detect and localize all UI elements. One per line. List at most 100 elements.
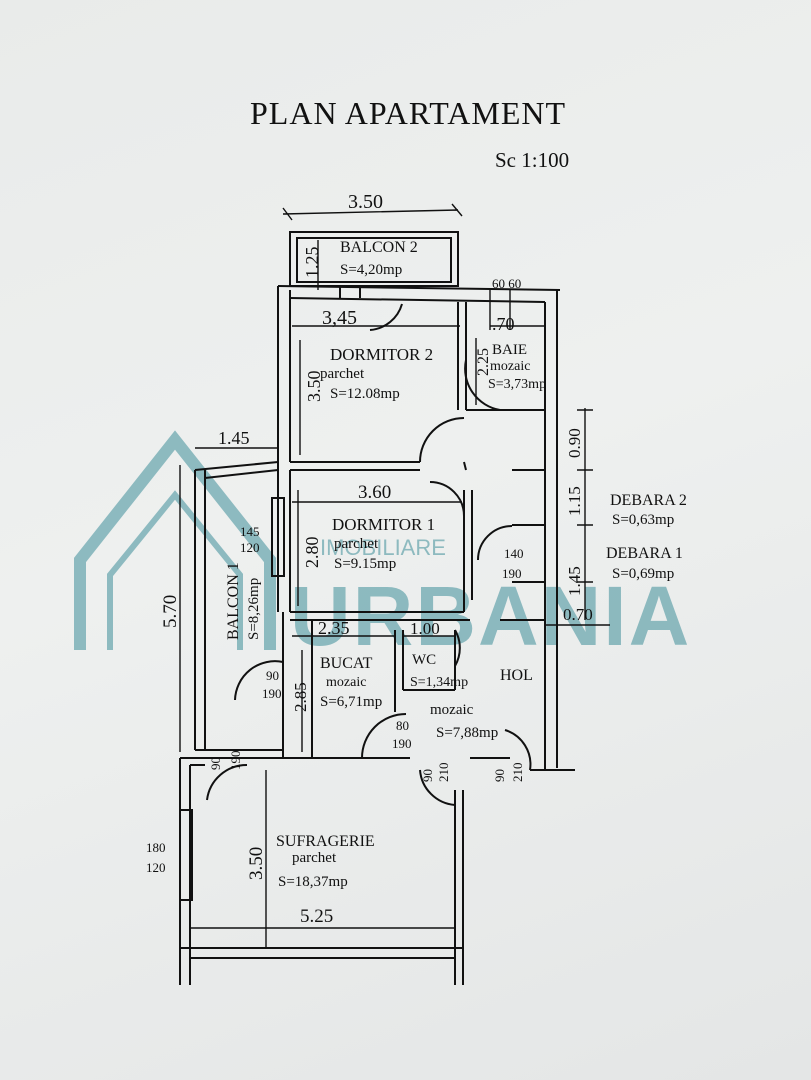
balcon2-name: BALCON 2 <box>340 239 418 256</box>
balcon2-inner <box>296 237 452 283</box>
wc-name: WC <box>412 652 436 668</box>
walls <box>179 231 575 985</box>
debara2-area: S=0,63mp <box>612 512 674 528</box>
wall-bucat-wc <box>394 630 404 712</box>
wall-sufragerie-top <box>180 757 283 766</box>
balcon1-area: S=8,26mp <box>246 578 262 640</box>
balcon2-area: S=4,20mp <box>340 262 402 278</box>
dim-525: 5.25 <box>300 906 333 927</box>
door-debara <box>477 525 513 561</box>
door-wc <box>454 629 461 667</box>
dim-350b: 3.50 <box>304 371 324 403</box>
door-dormitor2 <box>419 417 465 463</box>
dim-225: 2.25 <box>475 348 492 376</box>
dim-070-line <box>489 290 545 330</box>
sufragerie-floor: parchet <box>292 850 337 866</box>
wall-dormitor1-bottom <box>290 611 545 621</box>
baie-area: S=3,73mp <box>488 377 546 392</box>
dimension-labels: 3.50 1.25 60 60 3,45 .70 3.50 2.25 1.45 … <box>160 191 593 927</box>
hol-floor: mozaic <box>430 702 474 718</box>
dim-100: 1.00 <box>410 619 440 638</box>
window-dormitor2 <box>339 286 361 298</box>
wall-bucat-left <box>282 612 313 758</box>
wall-debara <box>512 469 545 583</box>
door-balcon1 <box>206 763 248 801</box>
sufragerie-name: SUFRAGERIE <box>276 833 375 850</box>
room-labels: BALCON 2 S=4,20mp DORMITOR 2 parchet S=1… <box>225 239 687 890</box>
dim-090: 0.90 <box>565 428 584 458</box>
dim-debara-line <box>577 408 593 620</box>
dim-350-line <box>282 203 463 221</box>
wall-sufragerie-bottom <box>180 947 463 959</box>
dim-125: 1.25 <box>302 247 322 279</box>
wall-sufragerie-right <box>454 790 464 985</box>
window-balcon1 <box>271 497 285 577</box>
dim-350: 3.50 <box>348 191 383 213</box>
debara2-name: DEBARA 2 <box>610 492 687 509</box>
dim-145: 1.45 <box>218 428 250 448</box>
dim-145b: 1.45 <box>565 566 584 596</box>
wall-left-mid <box>277 462 291 612</box>
debara1-name: DEBARA 1 <box>606 545 683 562</box>
baie-floor: mozaic <box>490 359 530 374</box>
door-suf-b-bot: 210 <box>436 763 451 783</box>
wc-area: S=1,34mp <box>410 675 468 690</box>
watermark-small-text: IMOBILIARE <box>320 535 446 560</box>
door-entry-bot: 210 <box>510 763 525 783</box>
hol-name: HOL <box>500 667 533 684</box>
balcon1-name: BALCON 1 <box>225 562 242 640</box>
dormitor1-name: DORMITOR 1 <box>332 515 435 534</box>
dim-235: 2.35 <box>318 618 350 638</box>
dim-070b: 0.70 <box>563 605 593 624</box>
dim-6060: 60 60 <box>492 276 521 291</box>
watermark: IMOBILIARE URBANIA <box>74 430 691 663</box>
door-dormitor1 <box>429 481 465 517</box>
watermark-house-inner-icon <box>107 490 243 650</box>
dormitor2-name: DORMITOR 2 <box>330 345 433 364</box>
bucat-area: S=6,71mp <box>320 694 382 710</box>
dim-350c: 3.50 <box>246 847 267 880</box>
plan-title: PLAN APARTAMENT <box>250 95 567 131</box>
door-entry-top: 90 <box>492 769 507 782</box>
window-sufragerie <box>179 809 193 901</box>
door-debara-top: 140 <box>504 546 524 561</box>
door-suf-a-bot: 190 <box>228 751 243 771</box>
hol-area: S=7,88mp <box>436 725 498 741</box>
wall-right-outer <box>544 290 558 770</box>
door-bucat-top: 90 <box>266 668 279 683</box>
dim-280: 2.80 <box>302 537 322 569</box>
baie-name: BAIE <box>492 342 527 358</box>
dormitor2-area: S=12.08mp <box>330 386 400 402</box>
door-bucat <box>234 660 284 701</box>
door-suf-b-top: 90 <box>420 769 435 782</box>
door-hol <box>361 713 407 759</box>
opening-labels: 145 120 140 190 90 190 80 190 90 190 90 … <box>146 524 525 875</box>
debara1-area: S=0,69mp <box>612 566 674 582</box>
door-hol-bot: 190 <box>392 736 412 751</box>
door-suf-a-top: 90 <box>208 757 223 770</box>
wall-dormitor2-baie <box>457 302 467 410</box>
dim-285: 2.85 <box>291 682 310 712</box>
door-hol-top: 80 <box>396 718 409 733</box>
dim-115: 1.15 <box>565 486 584 516</box>
wall-dormitor2-dormitor1 <box>290 461 467 471</box>
door-entry <box>504 729 532 771</box>
dim-570: 5.70 <box>160 595 181 628</box>
door-baie <box>464 359 501 411</box>
dimension-lines <box>179 203 610 948</box>
win-suf-top: 180 <box>146 840 166 855</box>
dormitor1-floor: parchet <box>334 536 379 552</box>
watermark-large-text: URBANIA <box>290 569 691 663</box>
win-balcon1-bot: 120 <box>240 540 260 555</box>
balcon2-outline <box>289 231 459 287</box>
dim-345: 3,45 <box>322 307 357 329</box>
dormitor2-floor: parchet <box>320 366 365 382</box>
dormitor1-area: S=9.15mp <box>334 556 396 572</box>
wall-left-upper <box>277 286 291 462</box>
door-bucat-bot: 190 <box>262 686 282 701</box>
bucat-floor: mozaic <box>326 675 366 690</box>
door-sufragerie <box>419 769 456 806</box>
wall-sufragerie-left <box>179 758 191 985</box>
